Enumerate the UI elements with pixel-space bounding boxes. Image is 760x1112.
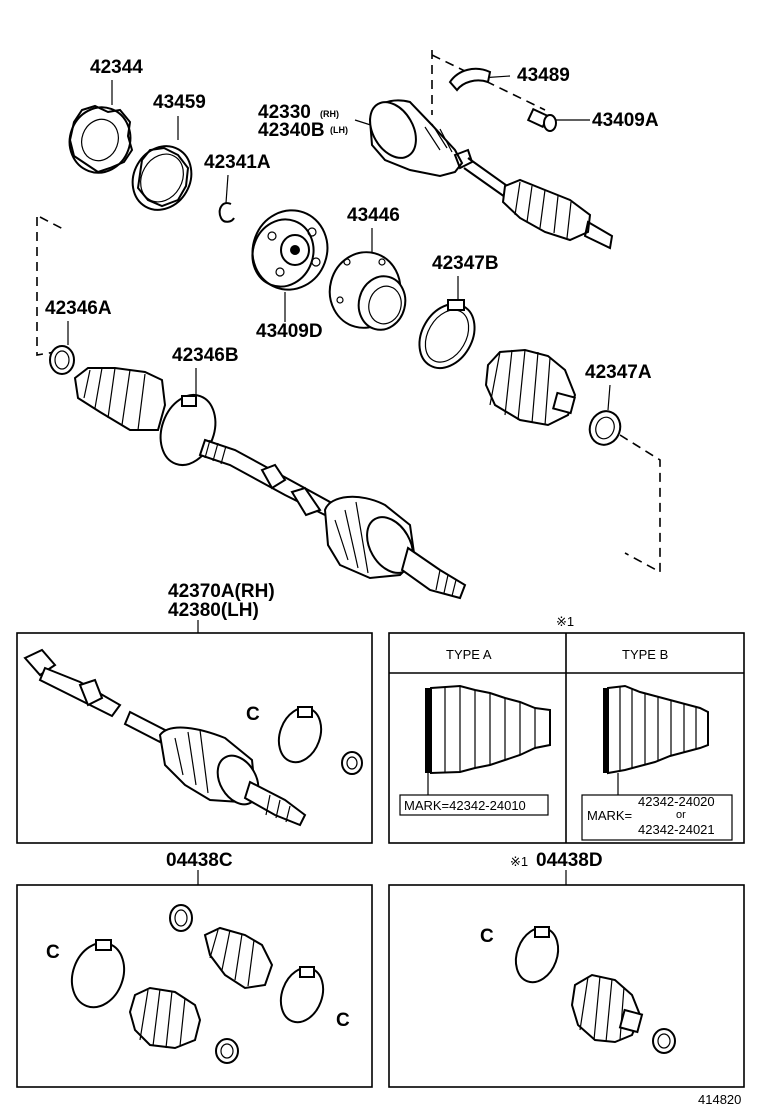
kit-c-band-clamp-left — [70, 939, 126, 1009]
assembly-shaft-illustration — [23, 648, 307, 827]
label-42330: 42330 — [258, 102, 311, 123]
label-43459: 43459 — [153, 92, 206, 113]
kit-c-clip-c-left: C — [46, 942, 60, 963]
label-42346a: 42346A — [45, 298, 112, 319]
part-43489-lock-plate — [448, 67, 492, 92]
kit-c-small-band-bottom — [215, 1038, 239, 1064]
dashed-guide-left — [36, 216, 66, 356]
part-42347a-nut — [588, 410, 622, 446]
part-43409d-joint-disk — [251, 209, 329, 291]
kit-c-inboard-boot — [203, 926, 274, 990]
label-42346b: 42346B — [172, 345, 239, 366]
label-assembly-rh: 42370A(RH) — [168, 581, 275, 602]
type-b-mark-or: or — [676, 809, 686, 821]
type-b-boot-illustration — [603, 684, 709, 795]
kit-c-box — [16, 884, 373, 1088]
type-b-title: TYPE B — [622, 647, 668, 662]
label-42340b-suffix: (LH) — [330, 125, 348, 135]
type-b-mark-line1: 42342-24020 — [638, 794, 715, 809]
clip-c-assembly: C — [246, 704, 260, 725]
assembly-small-band — [341, 751, 363, 775]
part-42346a-band — [49, 345, 75, 375]
part-42330-inboard-joint — [368, 99, 614, 250]
label-43409d: 43409D — [256, 321, 323, 342]
type-a-mark-label: MARK=42342-24010 — [404, 798, 526, 813]
dashed-guide-right — [619, 434, 661, 574]
label-42344: 42344 — [90, 57, 143, 78]
part-43459-clip-band — [131, 145, 193, 211]
part-43409a-bolt — [526, 107, 557, 132]
label-42330-suffix: (RH) — [320, 109, 339, 119]
kit-c-clip-c-right: C — [336, 1010, 350, 1031]
kit-c-small-band-top — [169, 904, 193, 932]
kit-d-band-clamp — [514, 926, 560, 984]
label-43409a: 43409A — [592, 110, 659, 131]
part-main-drive-shaft — [73, 367, 467, 600]
label-assembly-lh: 42380(LH) — [168, 600, 259, 621]
kit-c-band-clamp-right — [279, 966, 325, 1024]
part-42344-boot-band — [68, 104, 134, 174]
type-b-mark-box — [581, 794, 733, 841]
label-43489: 43489 — [517, 65, 570, 86]
type-b-mark-prefix: MARK= — [587, 808, 632, 823]
kit-d-outboard-boot — [570, 973, 644, 1044]
part-42341a-snap-ring — [218, 202, 235, 223]
part-43446-housing — [328, 251, 407, 331]
part-outboard-boot — [484, 348, 577, 427]
label-42340b: 42340B — [258, 120, 325, 141]
label-kit-d: 04438D — [536, 850, 603, 871]
type-a-boot-illustration — [425, 684, 551, 795]
kit-c-outboard-boot — [128, 986, 202, 1050]
kit-d-clip-c: C — [480, 926, 494, 947]
label-43446: 43446 — [347, 205, 400, 226]
label-42347b: 42347B — [432, 253, 499, 274]
type-b-mark-line2: 42342-24021 — [638, 822, 715, 837]
note-mark-type-box: ※1 — [556, 614, 574, 629]
assembly-box — [16, 632, 373, 844]
kit-d-small-band — [652, 1028, 676, 1054]
diagram-id: 414820 — [698, 1092, 741, 1107]
assembly-band-clamp — [277, 706, 323, 764]
label-42347a: 42347A — [585, 362, 652, 383]
kit-d-note-mark: ※1 — [510, 854, 528, 869]
label-42341a: 42341A — [204, 152, 271, 173]
type-a-title: TYPE A — [446, 647, 492, 662]
kit-d-box — [388, 884, 745, 1088]
type-a-mark-box — [399, 794, 549, 816]
label-kit-c: 04438C — [166, 850, 233, 871]
part-42347b-band-clamp — [418, 299, 476, 369]
